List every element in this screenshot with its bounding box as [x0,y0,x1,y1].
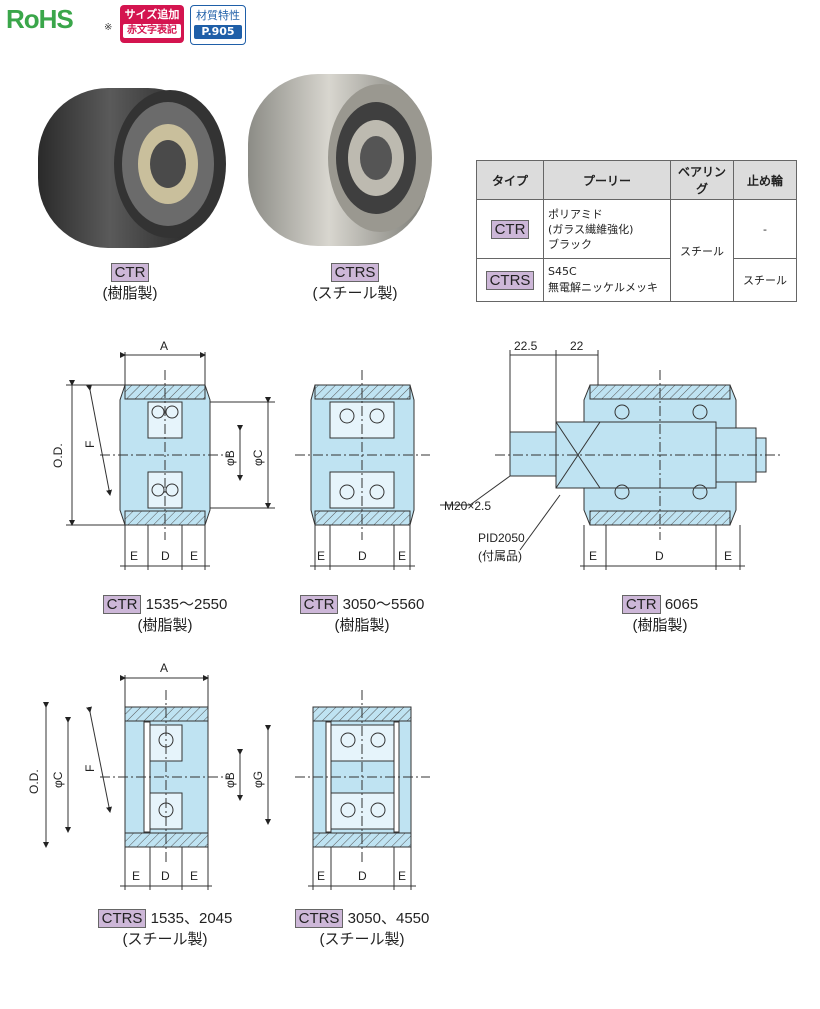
dim-label-a: A [160,661,168,675]
type-tag: CTR [490,219,530,239]
table-row: CTRS S45C 無電解ニッケルメッキ スチール [476,258,797,302]
dim-label-a: A [160,339,168,353]
drawing-caption: CTRS 3050、4550 (スチール製) [272,908,452,950]
dim-label-od: O.D. [51,443,65,468]
dim-label-e: E [130,549,138,563]
table-header-row: タイプ プーリー ベアリング 止め輪 [476,160,797,200]
pulley-line: 無電解ニッケルメッキ [548,281,658,294]
thread-label: M20×2.5 [444,499,491,513]
part-note-label: (付属品) [478,549,522,563]
material-label: (スチール製) [312,285,398,302]
photo-caption-ctrs: CTRS (スチール製) [290,262,420,304]
product-photos [38,74,432,248]
material-badge-line1: 材質特性 [196,9,240,22]
dim-label-22-5: 22.5 [514,339,538,353]
part-label: PID2050 [478,531,525,545]
dim-label-e: E [398,869,406,883]
type-tag: CTRS [485,270,535,290]
dim-label-e: E [724,549,732,563]
table-row: CTR ポリアミド (ガラス繊維強化) ブラック スチール - [476,199,797,302]
rohs-note: ※ [104,22,113,33]
dim-label-c: φC [51,771,65,788]
drawing-ctr-6065 [440,350,780,570]
size-range: 3050、4550 [347,910,430,927]
dim-label-d: D [161,549,170,563]
material-label: (樹脂製) [334,617,390,634]
col-pulley: プーリー [543,160,671,200]
drawing-caption: CTRS 1535、2045 (スチール製) [70,908,260,950]
type-tag: CTRS [294,909,344,928]
material-label: (樹脂製) [137,617,193,634]
drawing-caption: CTR 3050〜5560 (樹脂製) [272,594,452,636]
ctr-photo [38,88,226,248]
dim-label-e: E [190,549,198,563]
drawing-caption: CTR 1535〜2550 (樹脂製) [70,594,260,636]
ring-cell: - [733,199,797,259]
type-tag: CTR [621,595,661,614]
col-type: タイプ [476,160,544,200]
dim-label-d: D [358,869,367,883]
material-badge[interactable]: 材質特性 P.905 [190,5,246,45]
drawing-caption: CTR 6065 (樹脂製) [590,594,730,636]
technical-drawings: A O.D. F φB φC E D E E D E 22.5 22 M20×2… [27,339,780,890]
dim-label-d: D [358,549,367,563]
bearing-cell: スチール [670,199,734,302]
pulley-line: ポリアミド [548,207,603,221]
spec-table: タイプ プーリー ベアリング 止め輪 CTR ポリアミド (ガラス繊維強化) ブ… [476,160,797,302]
size-range: 6065 [664,596,699,613]
size-range: 1535、2045 [150,910,233,927]
dim-label-d: D [161,869,170,883]
dim-label-c: φC [251,449,265,466]
material-label: (スチール製) [122,931,208,948]
pulley-line: (ガラス繊維強化) [548,222,634,236]
dim-label-e: E [190,869,198,883]
dim-label-f: F [83,765,97,772]
dim-label-od: O.D. [27,769,41,794]
drawing-ctr-1535 [66,352,275,570]
material-label: (樹脂製) [102,285,158,302]
dim-label-e: E [132,869,140,883]
dim-label-22: 22 [570,339,584,353]
dim-label-b: φB [223,450,237,466]
photo-caption-ctr: CTR (樹脂製) [80,262,180,304]
dim-label-e: E [589,549,597,563]
dim-label-e: E [398,549,406,563]
size-range: 3050〜5560 [342,596,425,613]
size-range: 1535〜2550 [145,596,228,613]
ring-cell: スチール [733,258,797,302]
dim-label-e: E [317,549,325,563]
size-badge-line2: 赤文字表記 [123,24,181,38]
type-tag: CTR [102,595,142,614]
dim-label-d: D [655,549,664,563]
material-label: (樹脂製) [632,617,688,634]
dim-label-f: F [83,441,97,448]
type-tag: CTR [110,263,150,282]
material-badge-page-link[interactable]: P.905 [194,25,242,39]
pulley-line: ブラック [548,237,592,251]
col-ring: 止め輪 [733,160,797,200]
drawing-ctrs-3050 [295,690,430,890]
drawing-ctrs-1535 [43,675,271,890]
material-label: (スチール製) [319,931,405,948]
type-tag: CTRS [97,909,147,928]
size-added-badge: サイズ追加 赤文字表記 [120,5,184,43]
drawing-ctr-3050 [295,370,430,570]
col-bearing: ベアリング [670,160,734,200]
size-badge-line1: サイズ追加 [124,8,180,21]
type-tag: CTR [299,595,339,614]
rohs-logo: RoHS [6,4,74,34]
ctrs-photo [248,74,432,246]
dim-label-e: E [317,869,325,883]
dim-label-b: φB [223,772,237,788]
type-tag: CTRS [330,263,380,282]
pulley-line: S45C [548,265,577,278]
dim-label-g: φG [251,771,265,788]
